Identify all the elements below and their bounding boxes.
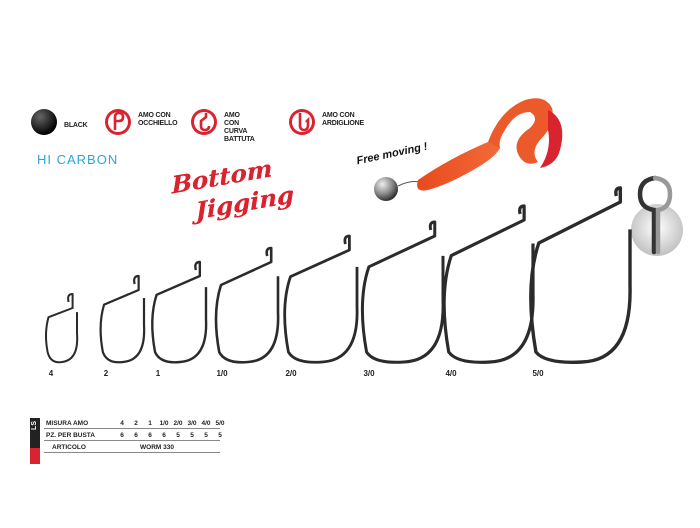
hooks-group (45, 186, 632, 364)
jig-head-icon (374, 177, 398, 201)
table-header-pieces: PZ. PER BUSTA (46, 432, 95, 439)
lure-illustration (374, 98, 563, 201)
hook-4 (214, 246, 280, 364)
table-cell: 3/0 (187, 420, 197, 427)
series-label: HI CARBON (37, 152, 119, 167)
worm-body-icon (417, 140, 500, 191)
hook-size-label: 1 (155, 369, 161, 378)
table-header-sizes: MISURA AMO (46, 420, 89, 427)
size-table: LS MISURA AMO 4 2 1 1/0 2/0 3/0 4/0 5/0 … (30, 418, 225, 466)
hook-2 (99, 274, 146, 364)
table-article-value: WORM 330 (140, 444, 174, 451)
table-cell: 2/0 (173, 420, 183, 427)
eye-hook-icon (105, 109, 131, 135)
ring-icon (631, 175, 683, 256)
table-cell: 5 (176, 432, 180, 439)
black-dot-icon (31, 109, 57, 135)
hook-6 (360, 220, 445, 364)
table-cell: 5 (190, 432, 194, 439)
table-side-label: LS (31, 421, 38, 430)
table-cell: 6 (162, 432, 166, 439)
table-row-pieces: PZ. PER BUSTA 6 6 6 6 5 5 5 5 (44, 430, 222, 441)
worm-tail-icon (488, 98, 553, 164)
hook-3 (151, 260, 208, 364)
table-cell: 5 (204, 432, 208, 439)
table-header-article: ARTICOLO (52, 444, 86, 451)
table-cell: 4/0 (201, 420, 211, 427)
hook-size-label: 2/0 (285, 369, 297, 378)
bent-shank-icon (191, 109, 217, 135)
legend-black-label: BLACK (64, 122, 88, 129)
table-cell: 6 (134, 432, 138, 439)
hook-1 (45, 293, 79, 364)
hook-size-label: 4 (48, 369, 54, 378)
table-cell: 6 (148, 432, 152, 439)
table-row-sizes: MISURA AMO 4 2 1 1/0 2/0 3/0 4/0 5/0 (44, 418, 225, 429)
hook-5 (283, 234, 359, 364)
table-side-bar: LS (30, 418, 40, 464)
hook-size-label: 1/0 (216, 369, 228, 378)
hook-7 (442, 204, 535, 364)
table-cell: 1 (148, 420, 152, 427)
hook-size-label: 3/0 (363, 369, 375, 378)
table-cell: 5/0 (215, 420, 225, 427)
hook-8 (529, 186, 632, 364)
barb-hook-icon (289, 109, 315, 135)
table-cell: 6 (120, 432, 124, 439)
hook-size-label: 5/0 (532, 369, 544, 378)
hook-size-label: 4/0 (445, 369, 457, 378)
table-cell: 1/0 (159, 420, 169, 427)
table-cell: 4 (120, 420, 124, 427)
table-cell: 2 (134, 420, 138, 427)
hook-size-label: 2 (103, 369, 109, 378)
table-cell: 5 (218, 432, 222, 439)
table-row-article: ARTICOLO WORM 330 (44, 442, 220, 453)
